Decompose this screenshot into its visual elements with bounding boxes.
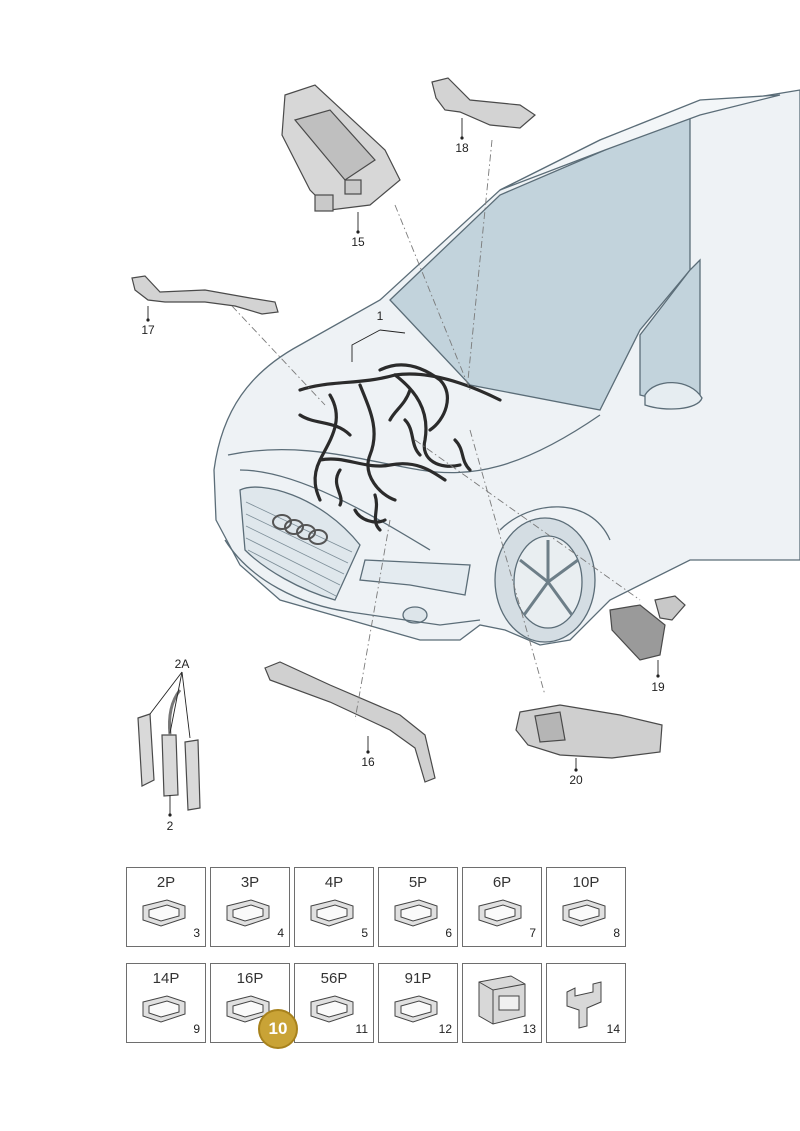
connector-pin-count: 5P — [408, 874, 428, 891]
brand-rings-logo — [272, 514, 328, 545]
part-2-sleeves — [137, 689, 201, 811]
part-17-bracket — [131, 275, 279, 315]
terminal-holder-icon — [566, 981, 602, 1029]
connector-pin-count: 56P — [320, 970, 348, 987]
callout-1: 1 — [377, 309, 384, 323]
connector-pin-count: 4P — [324, 874, 344, 891]
connector-item-number: 13 — [522, 1022, 536, 1036]
fog-lamp — [402, 606, 428, 624]
connector-cell[interactable]: 56P 11 — [294, 963, 374, 1043]
connector-plug-icon — [226, 995, 270, 1023]
highlight-badge[interactable]: 10 — [258, 1009, 298, 1049]
part-18-bracket — [431, 77, 536, 129]
connector-item-number: 6 — [445, 926, 452, 940]
connector-cell[interactable]: 14 — [546, 963, 626, 1043]
connector-cell[interactable]: 2P 3 — [126, 867, 206, 947]
connector-cell[interactable]: 10P 8 — [546, 867, 626, 947]
grille — [239, 486, 361, 601]
connector-plug-icon — [226, 899, 270, 927]
connector-item-number: 4 — [277, 926, 284, 940]
connector-pin-count: 6P — [492, 874, 512, 891]
connector-plug-icon — [142, 995, 186, 1023]
headlight — [359, 559, 471, 596]
connector-plug-icon — [142, 899, 186, 927]
connector-cell[interactable]: 13 — [462, 963, 542, 1043]
callout-18: 18 — [455, 141, 469, 155]
connector-item-number: 5 — [361, 926, 368, 940]
connector-cell[interactable]: 14P 9 — [126, 963, 206, 1043]
connector-cell[interactable]: 3P 4 — [210, 867, 290, 947]
connector-cell[interactable]: 5P 6 — [378, 867, 458, 947]
roof — [499, 94, 781, 191]
callout-16: 16 — [361, 755, 375, 769]
connector-item-number: 8 — [613, 926, 620, 940]
connector-pin-count: 10P — [572, 874, 600, 891]
hood-edge — [227, 414, 601, 474]
connector-pin-count: 16P — [236, 970, 264, 987]
connector-plug-icon — [310, 899, 354, 927]
connector-item-number: 14 — [606, 1022, 620, 1036]
part-20-housing — [515, 704, 663, 759]
connector-pin-count: 14P — [152, 970, 180, 987]
wheel-spokes — [519, 540, 579, 616]
callout-17: 17 — [141, 323, 155, 337]
callout-15: 15 — [351, 235, 365, 249]
control-unit-box-icon — [478, 975, 526, 1025]
connector-pin-count: 3P — [240, 874, 260, 891]
connector-item-number: 3 — [193, 926, 200, 940]
callout-2: 2 — [167, 819, 174, 833]
connector-item-number: 12 — [438, 1022, 452, 1036]
connector-cell[interactable]: 91P 12 — [378, 963, 458, 1043]
part-19-grommet — [609, 595, 686, 661]
fender-line — [499, 506, 611, 541]
connector-cell[interactable]: 16P — [210, 963, 290, 1043]
connector-cell[interactable]: 4P 5 — [294, 867, 374, 947]
engine-wiring-harness — [298, 363, 502, 532]
connector-item-number: 9 — [193, 1022, 200, 1036]
callout-dots — [146, 136, 660, 817]
leader-lines — [231, 139, 641, 721]
part-16-cable-duct — [264, 661, 436, 783]
callout-19: 19 — [651, 680, 665, 694]
connector-plug-icon — [478, 899, 522, 927]
side-mirror — [644, 382, 703, 410]
car-body — [213, 89, 800, 646]
callout-leaders — [147, 118, 659, 815]
front-bumper — [224, 539, 481, 626]
connector-plug-icon — [394, 995, 438, 1023]
connector-plug-icon — [562, 899, 606, 927]
connector-plug-icon — [310, 995, 354, 1023]
connector-item-number: 11 — [355, 1022, 368, 1036]
callout-2a: 2A — [175, 657, 190, 671]
part-15-relay-carrier — [281, 84, 401, 212]
connector-cell[interactable]: 6P 7 — [462, 867, 542, 947]
connector-pin-count: 2P — [156, 874, 176, 891]
connector-plug-icon — [394, 899, 438, 927]
callout-20: 20 — [569, 773, 583, 787]
connector-pin-count: 91P — [404, 970, 432, 987]
hood-fold — [239, 469, 431, 551]
connector-grid: 2P 3 3P 4 4P 5 5P 6 6P 7 10P 8 14P 9 16P… — [126, 867, 626, 1047]
connector-item-number: 7 — [529, 926, 536, 940]
